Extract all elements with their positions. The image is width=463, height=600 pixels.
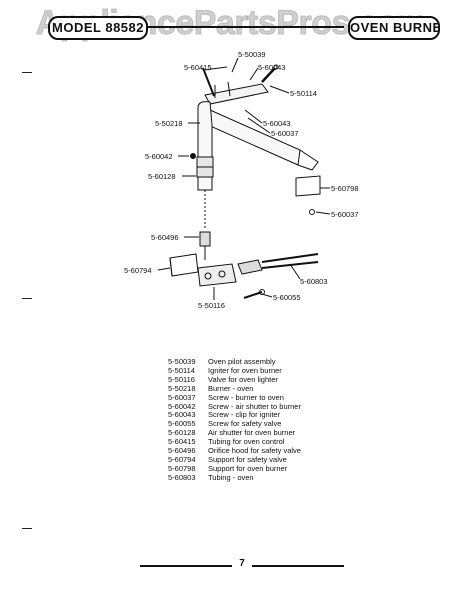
callout-label: 5-60037 — [331, 210, 359, 219]
part-description: Orifice hood for safety valve — [208, 446, 301, 456]
part-description: Screw - burner to oven — [208, 392, 284, 402]
part-description: Screw for safety valve — [208, 419, 282, 429]
part-number: 5-60794 — [168, 454, 196, 464]
parts-list-row: 5-60803 Tubing - oven — [168, 472, 368, 483]
parts-list-row: 5-60496 Orifice hood for safety valve — [168, 446, 368, 456]
callout-label: 5-60496 — [151, 233, 179, 242]
part-number: 5-50039 — [168, 357, 196, 366]
part-description: Oven pilot assembly — [208, 357, 276, 366]
part-number: 5-60042 — [168, 401, 196, 411]
callout-label: 5-60415 — [184, 63, 212, 72]
parts-list-row: 5-60794 Support for safety valve — [168, 454, 368, 465]
parts-list-row: 5-60037 Screw - burner to oven — [168, 392, 368, 403]
part-description: Burner - oven — [208, 383, 254, 393]
part-number: 5-60496 — [168, 446, 196, 456]
part-description: Tubing - oven — [208, 472, 254, 482]
part-number: 5-60055 — [168, 419, 196, 429]
parts-list-row: 5-60415 Tubing for oven control — [168, 437, 368, 447]
callout-label: 5-50218 — [155, 119, 183, 128]
part-description: Igniter for oven burner — [208, 365, 282, 375]
page-number: 7 — [239, 558, 245, 569]
part-number: 5-60803 — [168, 472, 196, 482]
margin-mark — [22, 528, 32, 529]
footer-rule — [140, 565, 232, 567]
footer-rule — [252, 565, 344, 567]
parts-list-row: 5-50114 Igniter for oven burner — [168, 365, 368, 376]
callout-label: 5-60043 — [258, 63, 286, 72]
model-title: MODEL 88582 — [48, 16, 148, 40]
callout-label: 5-60798 — [331, 184, 359, 193]
callout-label: 5-60803 — [300, 277, 328, 286]
parts-list-row: 5-50039 Oven pilot assembly — [168, 357, 368, 367]
callout-label: 5-60037 — [271, 129, 299, 138]
callout-label: 5-60794 — [124, 266, 152, 275]
parts-list-row: 5-50116 Valve for oven lighter — [168, 374, 368, 385]
callout-label: 5-60055 — [273, 293, 301, 302]
part-number: 5-50116 — [168, 374, 195, 384]
part-description: Screw - clip for igniter — [208, 410, 281, 420]
callout-label: 5-60043 — [263, 119, 291, 128]
part-description: Support for safety valve — [208, 454, 287, 464]
margin-mark — [22, 72, 32, 73]
part-number: 5-60037 — [168, 392, 196, 402]
callout-label: 5-60128 — [148, 172, 176, 181]
parts-list-row: 5-60042 Screw - air shutter to burner — [168, 401, 368, 412]
margin-mark — [22, 298, 32, 299]
callout-label: 5-50116 — [198, 301, 225, 310]
callout-label: 5-50039 — [238, 50, 266, 59]
parts-list-row: 5-60055 Screw for safety valve — [168, 419, 368, 429]
part-description: Valve for oven lighter — [208, 374, 278, 384]
part-number: 5-50114 — [168, 365, 195, 375]
parts-list-row: 5-50218 Burner - oven — [168, 383, 368, 394]
parts-list-row: 5-60043 Screw - clip for igniter — [168, 411, 368, 420]
parts-list-row: 5-60798 Support for oven burner — [168, 463, 368, 474]
header-rule — [148, 26, 344, 28]
part-description: Air shutter for oven burner — [208, 428, 296, 438]
part-number: 5-60798 — [168, 463, 196, 473]
parts-list: 5-50039 Oven pilot assembly 5-50114 Igniter… — [168, 357, 368, 483]
part-number: 5-50218 — [168, 383, 196, 393]
section-title: OVEN BURNER — [348, 16, 440, 40]
part-number: 5-60043 — [168, 410, 196, 420]
part-number: 5-60128 — [168, 428, 196, 438]
part-number: 5-60415 — [168, 437, 196, 447]
callout-label: 5-60042 — [145, 152, 173, 161]
exploded-parts-diagram: 5-50039 5-60415 5-60043 5-50114 5-50218 … — [124, 50, 359, 310]
part-description: Tubing for oven control — [208, 437, 285, 447]
part-description: Screw - air shutter to burner — [208, 401, 301, 411]
diagram-drawing — [157, 57, 331, 300]
part-description: Support for oven burner — [208, 463, 288, 473]
parts-list-row: 5-60128 Air shutter for oven burner — [168, 428, 368, 438]
callout-label: 5-50114 — [290, 89, 317, 98]
